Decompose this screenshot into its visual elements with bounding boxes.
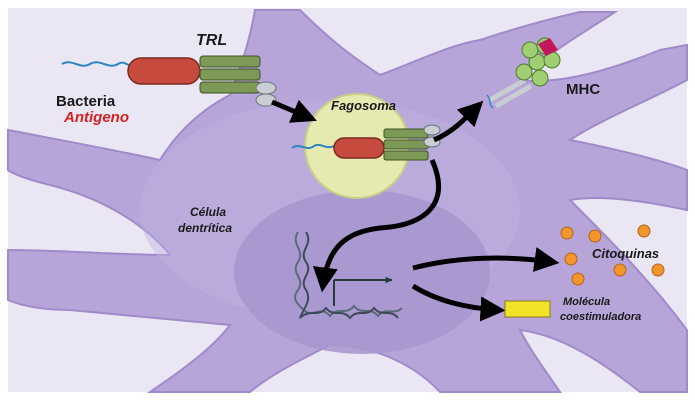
label-antigeno: Antigeno <box>63 109 129 126</box>
label-celula: Célula <box>190 205 226 219</box>
label-citoquinas: Citoquinas <box>592 246 659 261</box>
label-molecula: Molécula <box>563 296 610 308</box>
trl-receptor <box>199 55 277 107</box>
arrow-to-mhc <box>432 100 484 143</box>
bacteria <box>127 57 201 85</box>
arrow-to-citoquinas <box>412 247 560 272</box>
dna-helix <box>294 231 403 320</box>
label-dentritica: dentrítica <box>178 221 232 235</box>
phagosome-bacteria-flagellum <box>291 143 335 149</box>
arrow-to-phagosome <box>271 99 317 123</box>
bacteria-flagellum <box>61 61 133 67</box>
costimulatory-molecule <box>504 300 551 318</box>
mhc-peptide <box>538 38 558 56</box>
cytokines <box>560 224 665 286</box>
phagosome-bacteria <box>333 137 385 159</box>
label-fagosoma: Fagosoma <box>331 98 396 113</box>
label-mhc: MHC <box>566 81 600 98</box>
mhc-complex <box>486 37 561 109</box>
arrow-to-molecula <box>411 283 506 322</box>
arrow-to-nucleus <box>312 158 441 293</box>
nucleus <box>234 190 490 354</box>
label-trl: TRL <box>196 32 227 49</box>
label-bacteria: Bacteria <box>56 93 116 110</box>
label-coestimuladora: coestimuladora <box>560 311 641 323</box>
phagosome-trl-receptor <box>383 124 441 161</box>
